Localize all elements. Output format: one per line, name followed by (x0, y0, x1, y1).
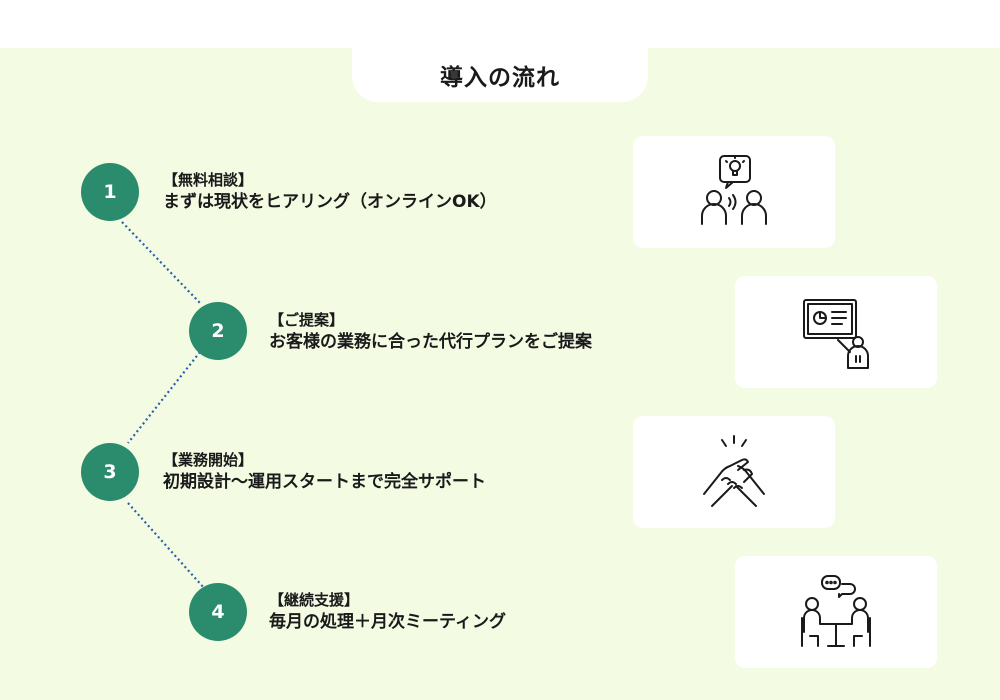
step-3-heading: 【業務開始】 (163, 451, 254, 469)
step-4-icon-card (735, 556, 937, 668)
step-1-number: 1 (81, 163, 139, 221)
step-1-description: まずは現状をヒアリング（オンラインOK） (163, 192, 497, 212)
title-tab: 導入の流れ (352, 48, 648, 102)
step-1-icon-card (633, 136, 835, 248)
presentation-icon (803, 299, 869, 369)
step-4-text: 【継続支援】 毎月の処理＋月次ミーティング (269, 590, 506, 634)
step-1-heading: 【無料相談】 (163, 171, 254, 189)
meeting-icon (801, 575, 871, 647)
step-2-heading: 【ご提案】 (269, 311, 345, 329)
step-1-text: 【無料相談】 まずは現状をヒアリング（オンラインOK） (163, 170, 497, 214)
step-4-description: 毎月の処理＋月次ミーティング (269, 612, 506, 632)
step-2-description: お客様の業務に合った代行プランをご提案 (269, 332, 592, 352)
step-2-number: 2 (189, 302, 247, 360)
step-2-icon-card (735, 276, 937, 388)
consultation-icon (701, 155, 767, 225)
step-3-icon-card (633, 416, 835, 528)
step-4-heading: 【継続支援】 (269, 591, 360, 609)
page-title: 導入の流れ (440, 65, 560, 91)
step-2-text: 【ご提案】 お客様の業務に合った代行プランをご提案 (269, 310, 592, 354)
step-3-number: 3 (81, 443, 139, 501)
step-3-description: 初期設計〜運用スタートまで完全サポート (163, 472, 486, 492)
handshake-icon (703, 435, 765, 507)
top-band (0, 0, 1000, 48)
step-3-text: 【業務開始】 初期設計〜運用スタートまで完全サポート (163, 450, 486, 494)
step-4-number: 4 (189, 583, 247, 641)
